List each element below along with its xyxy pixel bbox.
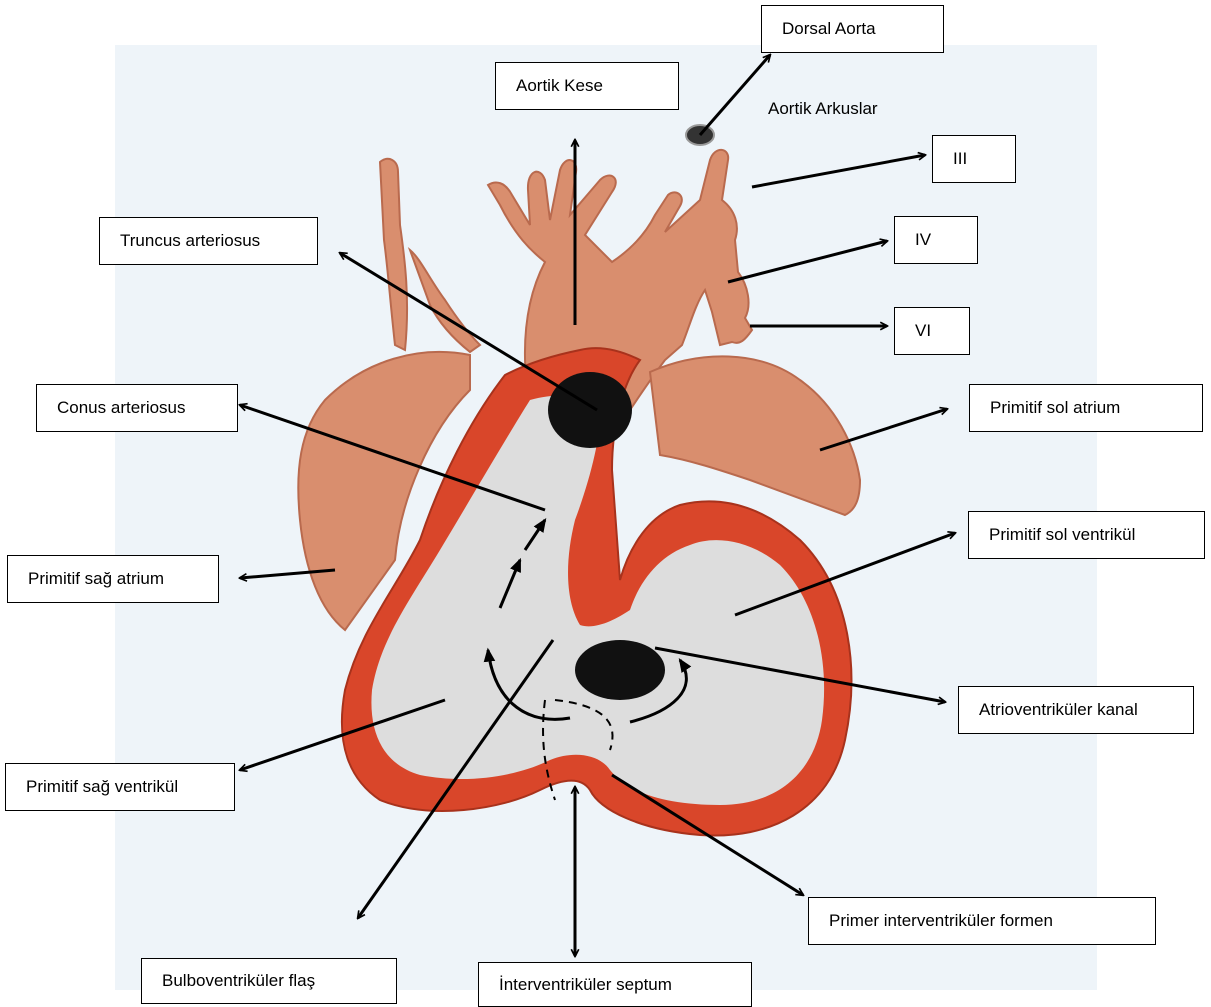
label-atrioventrikuler-kanal: Atrioventriküler kanal <box>958 686 1194 734</box>
label-arch-iii: III <box>932 135 1016 183</box>
label-primitif-sol-atrium: Primitif sol atrium <box>969 384 1203 432</box>
label-primer-interventrikuler-formen: Primer interventriküler formen <box>808 897 1156 945</box>
label-primitif-sag-ventrikul: Primitif sağ ventrikül <box>5 763 235 811</box>
label-arch-vi: VI <box>894 307 970 355</box>
truncus-opening <box>548 372 632 448</box>
label-arch-iv: IV <box>894 216 978 264</box>
label-interventrikuler-septum: İnterventriküler septum <box>478 962 752 1007</box>
atrioventricular-canal-opening <box>575 640 665 700</box>
label-primitif-sol-ventrikul: Primitif sol ventrikül <box>968 511 1205 559</box>
label-aortik-kese: Aortik Kese <box>495 62 679 110</box>
label-dorsal-aorta: Dorsal Aorta <box>761 5 944 53</box>
label-conus-arteriosus: Conus arteriosus <box>36 384 238 432</box>
label-truncus-arteriosus: Truncus arteriosus <box>99 217 318 265</box>
label-bulboventrikuler-flas: Bulboventriküler flaş <box>141 958 397 1004</box>
label-aortik-arkuslar: Aortik Arkuslar <box>748 85 932 133</box>
label-primitif-sag-atrium: Primitif sağ atrium <box>7 555 219 603</box>
